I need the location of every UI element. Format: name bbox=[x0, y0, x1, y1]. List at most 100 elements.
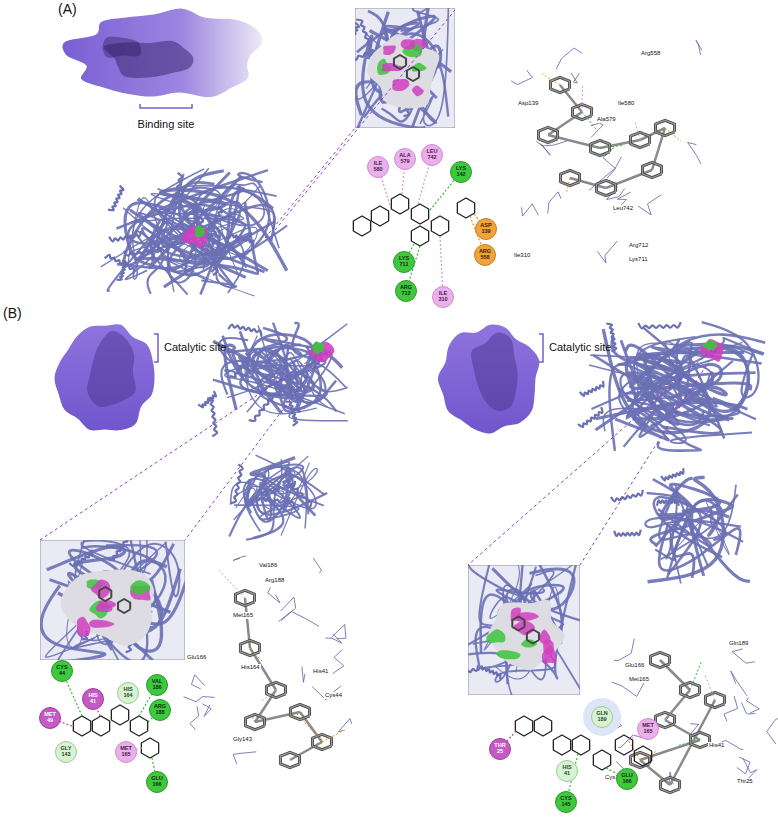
residue-stick bbox=[202, 704, 211, 717]
protein-helix bbox=[124, 245, 168, 255]
surface-patch bbox=[77, 617, 90, 637]
residue-name: LEU 742 bbox=[424, 149, 440, 161]
residue-stick bbox=[302, 666, 305, 682]
residue-name: CYS 44 bbox=[54, 665, 70, 677]
residue-stick bbox=[268, 588, 280, 603]
residue-circle: ARG 188 bbox=[149, 699, 171, 721]
protein-helix bbox=[638, 322, 680, 328]
residue-stick bbox=[767, 717, 778, 744]
residue-circle: ARG 558 bbox=[474, 244, 496, 266]
residue-label: His164 bbox=[240, 664, 261, 671]
residue-name: ARG 558 bbox=[477, 249, 493, 261]
art-shape bbox=[40, 352, 322, 540]
residue-name: GLN 189 bbox=[594, 711, 610, 723]
residue-label: Val186 bbox=[258, 562, 278, 569]
protein-ribbon bbox=[651, 515, 692, 545]
residue-circle: LEU 742 bbox=[421, 144, 443, 166]
protein-ribbon bbox=[618, 347, 756, 419]
residue-name: ASP 139 bbox=[478, 223, 494, 235]
protein-helix bbox=[116, 260, 126, 280]
residue-stick bbox=[333, 650, 344, 674]
molecule-ring bbox=[534, 716, 551, 736]
residue-circle: CYS 145 bbox=[555, 791, 577, 813]
molecule-ring bbox=[538, 127, 557, 142]
surface-patch bbox=[539, 630, 550, 645]
residue-label: Glu166 bbox=[186, 654, 207, 661]
ligand-bond bbox=[290, 742, 322, 760]
interaction-line bbox=[322, 729, 347, 742]
art-shape bbox=[185, 352, 326, 540]
bracket bbox=[154, 334, 158, 362]
molecule-ring bbox=[642, 162, 661, 177]
surface-patch bbox=[392, 79, 409, 91]
protein-helix bbox=[611, 490, 643, 502]
zoom-leader bbox=[40, 10, 716, 565]
protein-surface bbox=[54, 324, 154, 430]
ligand-bond bbox=[665, 690, 690, 720]
residue-name: HIS 41 bbox=[85, 693, 101, 705]
interaction-line bbox=[317, 742, 322, 744]
residue-circle: ILE 580 bbox=[367, 156, 389, 178]
molecule-ring bbox=[431, 216, 448, 236]
interaction-line bbox=[542, 74, 560, 85]
residue-circle: HIS 41 bbox=[82, 688, 104, 710]
molecule-ring bbox=[650, 652, 669, 667]
protein-helix bbox=[286, 402, 297, 426]
surface-patch bbox=[542, 645, 557, 663]
residue-stick bbox=[184, 697, 215, 702]
protein-surface bbox=[438, 324, 539, 433]
protein-ribbon bbox=[648, 477, 724, 581]
residue-name: GLU 166 bbox=[149, 776, 165, 788]
surface-patch bbox=[89, 620, 114, 628]
protein-ribbon bbox=[262, 348, 314, 391]
molecule-ring bbox=[111, 705, 128, 725]
molecule-ring bbox=[642, 162, 661, 177]
site-label: Catalytic site bbox=[549, 341, 611, 353]
inset-frame bbox=[355, 8, 455, 128]
protein-helix bbox=[580, 381, 604, 396]
residue-name: MET 49 bbox=[42, 712, 58, 724]
protein-ribbon bbox=[220, 338, 337, 411]
zoom-inset bbox=[355, 8, 455, 128]
illustration bbox=[40, 0, 778, 802]
molecule-ring bbox=[118, 599, 130, 613]
surface-patch bbox=[382, 63, 404, 71]
interaction-line bbox=[665, 710, 673, 720]
surface-patch bbox=[130, 580, 150, 594]
molecule-ring bbox=[130, 716, 147, 736]
protein-helix bbox=[657, 500, 679, 505]
residue-stick bbox=[571, 73, 579, 83]
molecule-ring bbox=[512, 617, 524, 631]
residue-circle: MET 165 bbox=[115, 741, 137, 763]
molecule-ring bbox=[596, 180, 615, 195]
molecule-ring bbox=[92, 716, 109, 736]
residue-label: Glu166 bbox=[624, 662, 645, 669]
art-shape bbox=[468, 350, 712, 565]
residue-stick bbox=[638, 195, 662, 215]
residue-name: ILE 310 bbox=[435, 291, 451, 303]
residue-circle: HIS 41 bbox=[556, 760, 578, 782]
residue-stick bbox=[597, 241, 617, 263]
molecule-ring bbox=[457, 198, 474, 218]
residue-circle: THR 25 bbox=[489, 738, 511, 760]
ligand-site bbox=[195, 226, 205, 237]
protein-helix bbox=[279, 358, 294, 392]
residue-circle: ALA 579 bbox=[394, 148, 416, 170]
panel-letter: (A) bbox=[58, 2, 77, 17]
zoom-inset bbox=[40, 540, 185, 660]
protein-helix bbox=[478, 666, 500, 679]
molecule-ring bbox=[572, 735, 589, 755]
residue-circle: ILE 310 bbox=[432, 286, 454, 308]
protein-surface bbox=[62, 9, 262, 98]
residue-circle: VAL 186 bbox=[146, 674, 168, 696]
interaction-line bbox=[218, 569, 245, 598]
protein-helix bbox=[108, 186, 123, 211]
protein-ribbon bbox=[139, 202, 258, 274]
residue-label: Gly143 bbox=[232, 736, 253, 743]
art-shape bbox=[265, 128, 355, 238]
protein-helix bbox=[228, 325, 261, 336]
residue-label: Lys711 bbox=[628, 256, 649, 263]
residue-label: Asp139 bbox=[517, 100, 539, 107]
residue-stick bbox=[731, 671, 747, 696]
inset-frame bbox=[468, 565, 580, 695]
